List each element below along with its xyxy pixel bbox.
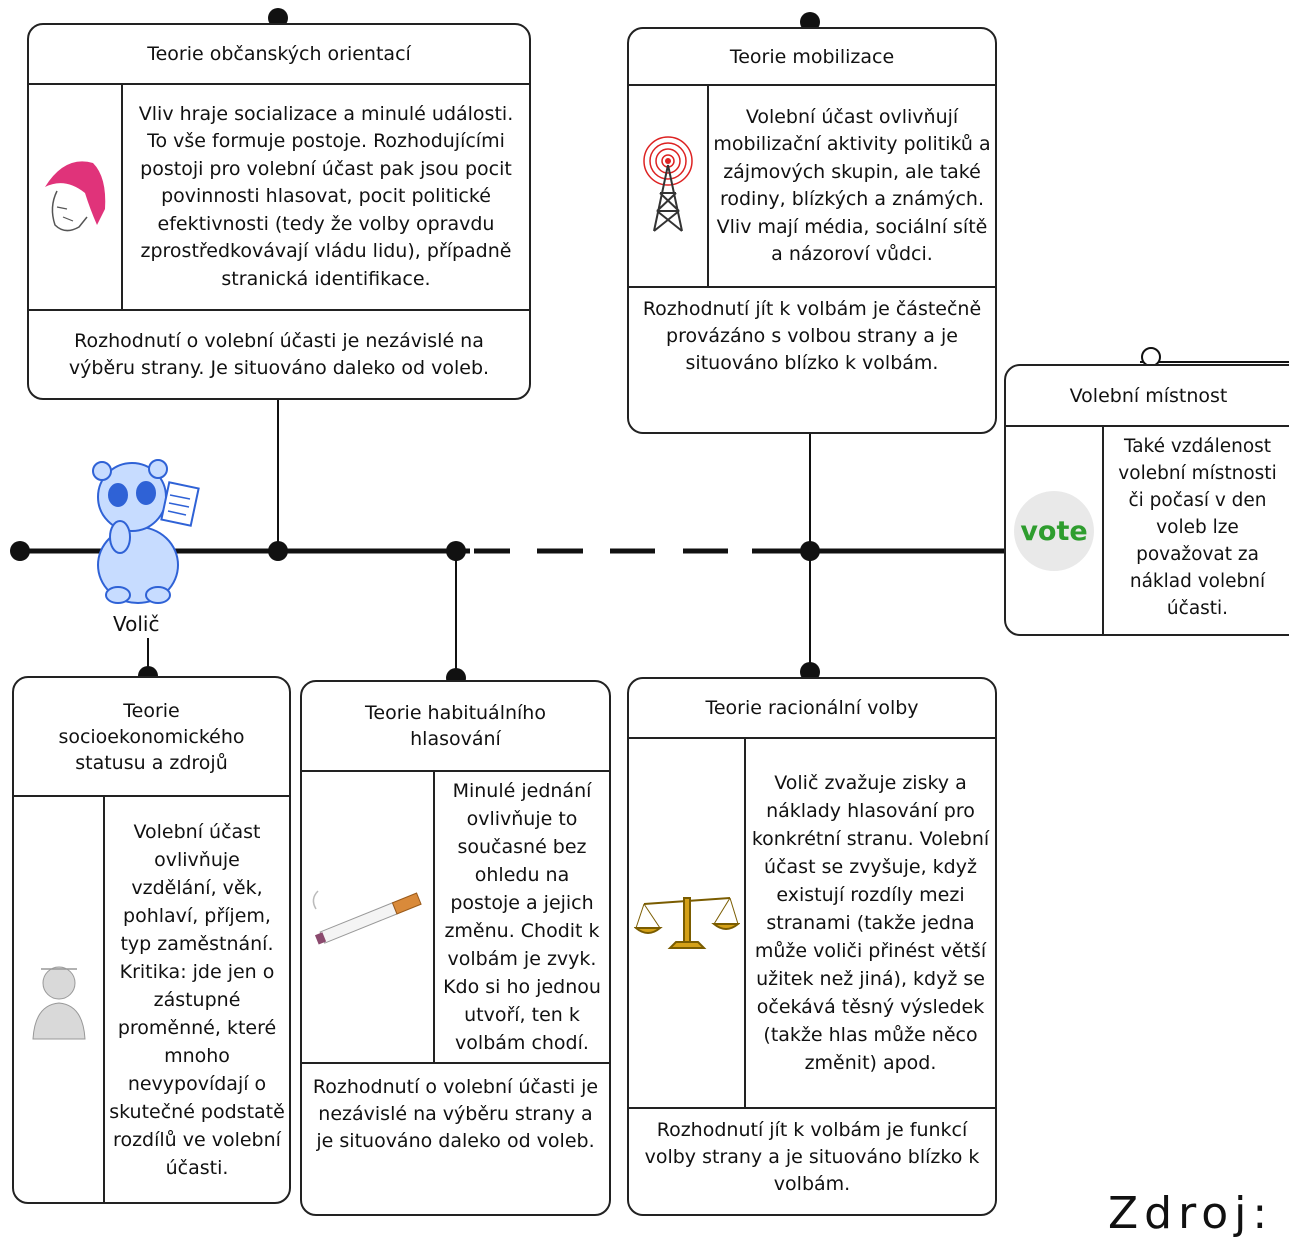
box-socioeconomic-title: Teorie socioekonomického statusu a zdroj… bbox=[14, 678, 289, 797]
box-rational-icon-cell bbox=[629, 739, 746, 1107]
box-polling-icon-cell: vote bbox=[1006, 427, 1104, 634]
box-civic-icon-cell bbox=[29, 85, 123, 309]
source-caption-fragment: Zdroj: bbox=[1108, 1188, 1274, 1239]
box-habitual-icon-cell bbox=[302, 772, 435, 1062]
box-civic-description: Vliv hraje socializace a minulé události… bbox=[138, 102, 514, 290]
vote-badge-icon: vote bbox=[1014, 490, 1094, 571]
box-rational: Teorie racionální volby Volič zvažuje zi… bbox=[627, 677, 997, 1216]
timeline-node-civic bbox=[268, 541, 288, 561]
punk-head-icon bbox=[45, 161, 106, 232]
timeline-node-habitual bbox=[446, 541, 466, 561]
box-polling-station: Volební místnost vote Také vzdálenost vo… bbox=[1004, 364, 1289, 636]
box-rational-title: Teorie racionální volby bbox=[629, 679, 995, 739]
box-civic-footer: Rozhodnutí o volební účasti je nezávislé… bbox=[29, 309, 529, 398]
voter-label: Volič bbox=[113, 612, 160, 636]
box-civic-title: Teorie občanských orientací bbox=[29, 25, 529, 85]
box-rational-footer: Rozhodnutí jít k volbám je funkcí volby … bbox=[629, 1107, 995, 1214]
box-mobilization-icon-cell bbox=[629, 86, 709, 286]
box-habitual-title: Teorie habituálního hlasování bbox=[302, 682, 609, 772]
box-socioeconomic-icon-cell bbox=[14, 797, 105, 1202]
box-mobilization-title: Teorie mobilizace bbox=[629, 29, 995, 86]
vote-badge-text: vote bbox=[1020, 516, 1087, 547]
box-mobilization-footer: Rozhodnutí jít k volbám je částečně prov… bbox=[629, 286, 995, 432]
box-polling-title: Volební místnost bbox=[1006, 366, 1289, 427]
panda-reading-icon bbox=[92, 459, 200, 604]
user-silhouette-icon bbox=[31, 966, 86, 1039]
box-polling-description: Také vzdálenost volební místnosti či poč… bbox=[1118, 435, 1277, 619]
box-mobilization: Teorie mobilizace Volební účast ovlivňuj… bbox=[627, 27, 997, 434]
box-mobilization-description: Volební účast ovlivňují mobilizační akti… bbox=[713, 105, 991, 266]
timeline-node-start bbox=[10, 541, 30, 561]
timeline-node-rational bbox=[800, 541, 820, 561]
cigarette-icon bbox=[312, 890, 422, 945]
box-habitual-description: Minulé jednání ovlivňuje to současné bez… bbox=[443, 780, 601, 1054]
scales-icon bbox=[633, 897, 740, 949]
radio-tower-icon bbox=[643, 136, 693, 232]
box-habitual-footer: Rozhodnutí o volební účasti je nezávislé… bbox=[302, 1062, 609, 1214]
box-socioeconomic: Teorie socioekonomického statusu a zdroj… bbox=[12, 676, 291, 1204]
box-civic-orientations: Teorie občanských orientací Vliv hraje s… bbox=[27, 23, 531, 400]
box-habitual: Teorie habituálního hlasování Minulé jed… bbox=[300, 680, 611, 1216]
box-socioeconomic-description: Volební účast ovlivňuje vzdělání, věk, p… bbox=[109, 820, 285, 1179]
box-rational-description: Volič zvažuje zisky a náklady hlasování … bbox=[751, 772, 990, 1074]
